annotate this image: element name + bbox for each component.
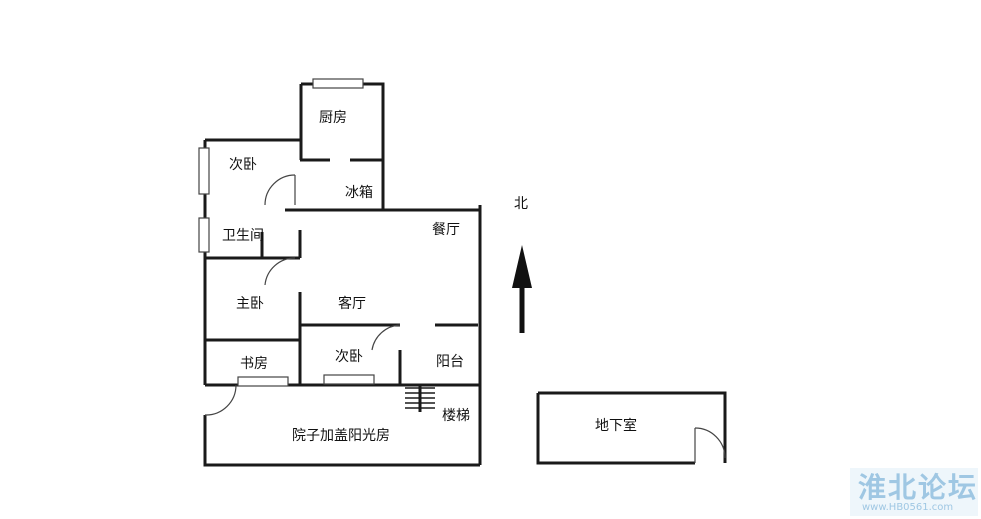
stairs-icon — [405, 385, 435, 412]
second-bedroom-top-label: 次卧 — [229, 157, 257, 173]
watermark-url: www.HB0561.com — [862, 502, 954, 513]
master-bedroom-label: 主卧 — [236, 296, 264, 312]
doors — [204, 174, 726, 463]
north-label: 北 — [514, 196, 528, 212]
balcony-label: 阳台 — [436, 354, 464, 370]
basement-label: 地下室 — [595, 417, 637, 434]
bathroom-label: 卫生间 — [222, 228, 264, 244]
north-arrow-icon — [512, 245, 532, 333]
kitchen-label: 厨房 — [319, 110, 347, 126]
study-label: 书房 — [240, 356, 268, 372]
dining-label: 餐厅 — [432, 222, 460, 238]
stairs-label: 楼梯 — [442, 408, 470, 424]
watermark-background — [850, 468, 978, 516]
living-room-label: 客厅 — [338, 295, 366, 312]
sunroom-label: 院子加盖阳光房 — [292, 428, 390, 444]
second-bedroom-bottom-label: 次卧 — [335, 349, 363, 365]
watermark-logo: 淮北论坛 — [858, 471, 979, 504]
fridge-label: 冰箱 — [345, 185, 373, 201]
windows — [198, 78, 375, 387]
